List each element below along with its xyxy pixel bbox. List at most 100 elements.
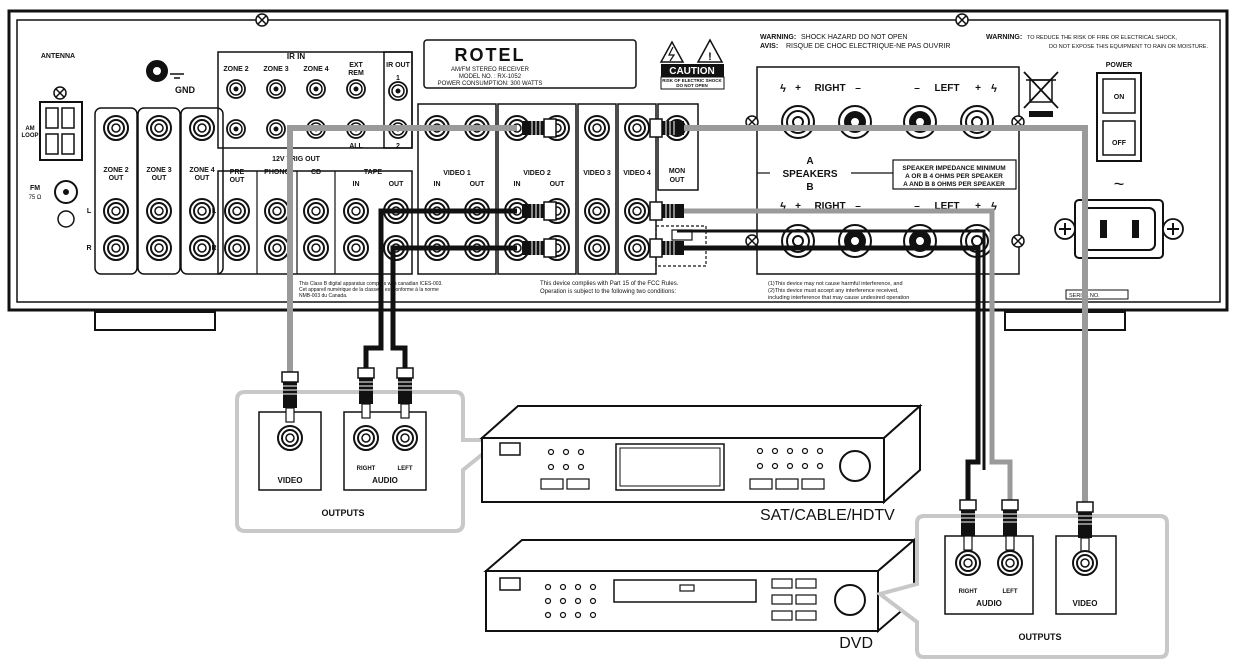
video2-out-label: OUT bbox=[550, 181, 566, 188]
speaker-a-left-pos-post[interactable] bbox=[960, 105, 994, 139]
cd-label: CD bbox=[311, 169, 321, 176]
trig-zone2-jack[interactable] bbox=[226, 119, 246, 139]
speaker-a-left-neg-post[interactable] bbox=[903, 105, 937, 139]
speaker-a-bolt-icon: ϟ bbox=[780, 83, 786, 95]
zone3-left-jack[interactable] bbox=[146, 198, 172, 224]
sat-outputs-panel: VIDEO RIGHT LEFT AUDIO OUTPUTS bbox=[235, 367, 506, 533]
ir-trigger-section: IR IN ZONE 2 ZONE 3 ZONE 4 EXT REM ALL 1… bbox=[217, 51, 413, 163]
model-line-1: AM/FM STEREO RECEIVER bbox=[451, 67, 530, 73]
fm-impedance-label: 75 Ω bbox=[29, 195, 42, 201]
right-channel-label: R bbox=[211, 245, 216, 252]
pre-out-sublabel: OUT bbox=[230, 177, 246, 184]
chassis-screw-icon bbox=[955, 13, 969, 27]
warning-texts: WARNING: SHOCK HAZARD DO NOT OPEN AVIS: … bbox=[760, 34, 1208, 50]
speaker-a-right-label: RIGHT bbox=[814, 83, 845, 94]
impedance-line-2: A OR B 4 OHMS PER SPEAKER bbox=[905, 173, 1003, 180]
zone2-video-jack[interactable] bbox=[103, 115, 129, 141]
speaker-a-right-neg-post[interactable] bbox=[838, 105, 872, 139]
dvd-audio-right-output-jack[interactable] bbox=[955, 550, 981, 576]
trig-zone3-jack[interactable] bbox=[266, 119, 286, 139]
warning-3-bold: WARNING: bbox=[986, 34, 1022, 41]
cd-left-jack[interactable] bbox=[303, 198, 329, 224]
cables bbox=[287, 118, 1088, 502]
speaker-b-bolt-icon: ϟ bbox=[780, 201, 786, 213]
chassis-screw-icon bbox=[255, 13, 269, 27]
zone3-right-jack[interactable] bbox=[146, 235, 172, 261]
cd-right-jack[interactable] bbox=[303, 235, 329, 261]
serial-number-plate bbox=[1065, 289, 1129, 300]
attention-glyph: ! bbox=[708, 51, 712, 63]
antenna-screw-icon bbox=[53, 86, 67, 100]
speaker-a-right-minus: – bbox=[855, 83, 861, 94]
video4-right-jack[interactable] bbox=[624, 235, 650, 261]
phono-right-jack[interactable] bbox=[264, 235, 290, 261]
dvd-outputs-panel: RIGHT LEFT AUDIO VIDEO OUTPUTS bbox=[875, 499, 1169, 659]
ir-ext-rem-jack[interactable] bbox=[346, 79, 366, 99]
video3-left-jack[interactable] bbox=[584, 198, 610, 224]
video3-right-jack[interactable] bbox=[584, 235, 610, 261]
caution-sub-2: DO NOT OPEN bbox=[676, 83, 708, 88]
panel-screw-icon bbox=[1011, 234, 1025, 248]
zone2-right-jack[interactable] bbox=[103, 235, 129, 261]
speaker-b-left-plus: + bbox=[975, 201, 981, 212]
sat-audio-right-output-jack[interactable] bbox=[353, 425, 379, 451]
shock-warning-icon bbox=[659, 40, 685, 63]
pre-out-left-jack[interactable] bbox=[224, 198, 250, 224]
warning-1-text: SHOCK HAZARD DO NOT OPEN bbox=[801, 34, 907, 41]
brand-logo: ROTEL bbox=[455, 45, 526, 65]
speaker-b-left-minus: – bbox=[914, 201, 920, 212]
sat-knob-icon[interactable] bbox=[839, 450, 871, 482]
zone4-video-jack[interactable] bbox=[189, 115, 215, 141]
speaker-a-left-plus: + bbox=[975, 83, 981, 94]
video1-out-label: OUT bbox=[470, 181, 486, 188]
ac-symbol-icon: ~ bbox=[1114, 174, 1125, 194]
sat-audio-left-cable bbox=[363, 208, 517, 368]
zone4-left-jack[interactable] bbox=[189, 198, 215, 224]
dvd-video-output-jack[interactable] bbox=[1072, 550, 1098, 576]
video4-video-jack[interactable] bbox=[624, 115, 650, 141]
analog-io-section: ZONE 2 OUT ZONE 3 OUT ZONE 4 OUT L R PRE… bbox=[86, 107, 413, 275]
zone3-video-jack[interactable] bbox=[146, 115, 172, 141]
model-line-3: POWER CONSUMPTION: 300 WATTS bbox=[438, 81, 543, 87]
warning-2-bold: AVIS: bbox=[760, 43, 778, 50]
condition-line-1: (1)This device may not cause harmful int… bbox=[768, 281, 903, 287]
sat-power-button[interactable] bbox=[499, 442, 521, 456]
ir-zone4-label: ZONE 4 bbox=[303, 66, 328, 73]
power-section: POWER ON OFF ~ SERIAL NO. bbox=[1054, 62, 1184, 300]
pre-out-right-jack[interactable] bbox=[224, 235, 250, 261]
sat-device-label: SAT/CABLE/HDTV bbox=[760, 507, 895, 524]
ir-out-1-jack[interactable] bbox=[388, 81, 408, 101]
ir-zone3-jack[interactable] bbox=[266, 79, 286, 99]
pre-out-label: PRE bbox=[230, 169, 245, 176]
left-channel-label: L bbox=[87, 208, 92, 215]
zone2-left-jack[interactable] bbox=[103, 198, 129, 224]
dvd-audio-left-output-jack[interactable] bbox=[997, 550, 1023, 576]
phono-label: PHONO bbox=[264, 169, 290, 176]
video4-left-jack[interactable] bbox=[624, 198, 650, 224]
power-on-label: ON bbox=[1114, 94, 1125, 101]
speaker-a-right-plus: + bbox=[795, 83, 801, 94]
speaker-terminals: ϟ + RIGHT – – LEFT + ϟ A SPEAKERS B SPEA… bbox=[745, 66, 1025, 275]
phono-left-jack[interactable] bbox=[264, 198, 290, 224]
sat-audio-left-output-jack[interactable] bbox=[392, 425, 418, 451]
ground-terminal: GND bbox=[146, 60, 196, 95]
warning-3-text-1: TO REDUCE THE RISK OF FIRE OR ELECTRICAL… bbox=[1027, 35, 1177, 41]
sat-audio-label: AUDIO bbox=[372, 476, 398, 485]
ir-zone2-jack[interactable] bbox=[226, 79, 246, 99]
rca-plug-icon bbox=[521, 238, 557, 258]
sat-video-cable bbox=[287, 125, 517, 372]
video2-label: VIDEO 2 bbox=[523, 170, 551, 177]
model-plate: ROTEL AM/FM STEREO RECEIVER MODEL NO. : … bbox=[423, 39, 637, 89]
zone4-right-jack[interactable] bbox=[189, 235, 215, 261]
dvd-outputs-label: OUTPUTS bbox=[1018, 632, 1061, 642]
dvd-power-button[interactable] bbox=[499, 577, 521, 591]
speaker-a-left-minus: – bbox=[914, 83, 920, 94]
video3-video-jack[interactable] bbox=[584, 115, 610, 141]
dvd-knob-icon[interactable] bbox=[834, 584, 866, 616]
ir-rem-label: REM bbox=[348, 70, 364, 77]
tape-in-left-jack[interactable] bbox=[343, 198, 369, 224]
speaker-a-right-pos-post[interactable] bbox=[781, 105, 815, 139]
tape-in-right-jack[interactable] bbox=[343, 235, 369, 261]
ir-zone4-jack[interactable] bbox=[306, 79, 326, 99]
sat-video-output-jack[interactable] bbox=[277, 425, 303, 451]
